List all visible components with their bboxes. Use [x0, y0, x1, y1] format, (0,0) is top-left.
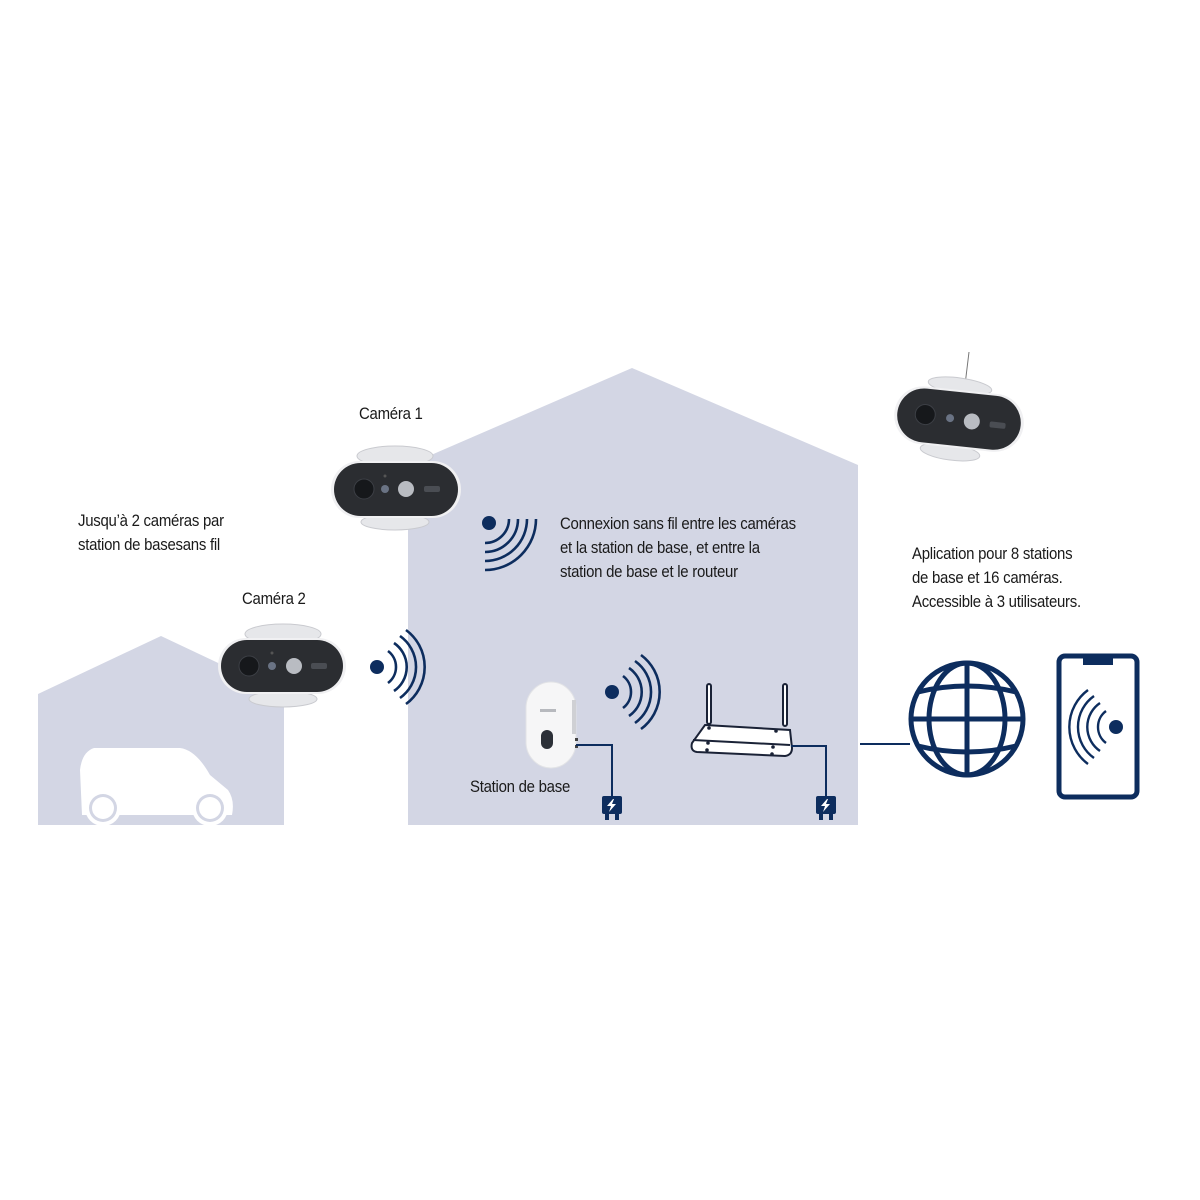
power-cable	[791, 745, 827, 796]
power-plug-icon	[602, 796, 622, 820]
wifi-signal-icon	[605, 653, 661, 731]
car-icon	[80, 748, 233, 826]
camera-2-label: Caméra 2	[242, 589, 306, 608]
power-cable	[576, 744, 613, 796]
wifi-signal-icon	[370, 628, 426, 706]
wifi-signal-icon	[482, 516, 538, 572]
globe-icon	[908, 660, 1026, 778]
main-house-shape	[408, 368, 858, 825]
router-icon	[690, 683, 794, 758]
camera-1-label: Caméra 1	[359, 404, 423, 423]
app-note: Aplication pour 8 stations de base et 16…	[912, 544, 1081, 611]
camera-2-device	[218, 623, 346, 708]
base-station-label: Station de base	[470, 777, 571, 796]
smartphone-icon	[1056, 653, 1140, 800]
capacity-note: Jusqu’à 2 caméras par station de basesan…	[78, 511, 224, 554]
power-plug-icon	[816, 796, 836, 820]
base-station-device	[525, 681, 578, 769]
camera-1-device	[331, 445, 461, 531]
wireless-connection-note: Connexion sans fil entre les caméras et …	[560, 514, 796, 581]
outdoor-camera-device	[894, 351, 1024, 462]
